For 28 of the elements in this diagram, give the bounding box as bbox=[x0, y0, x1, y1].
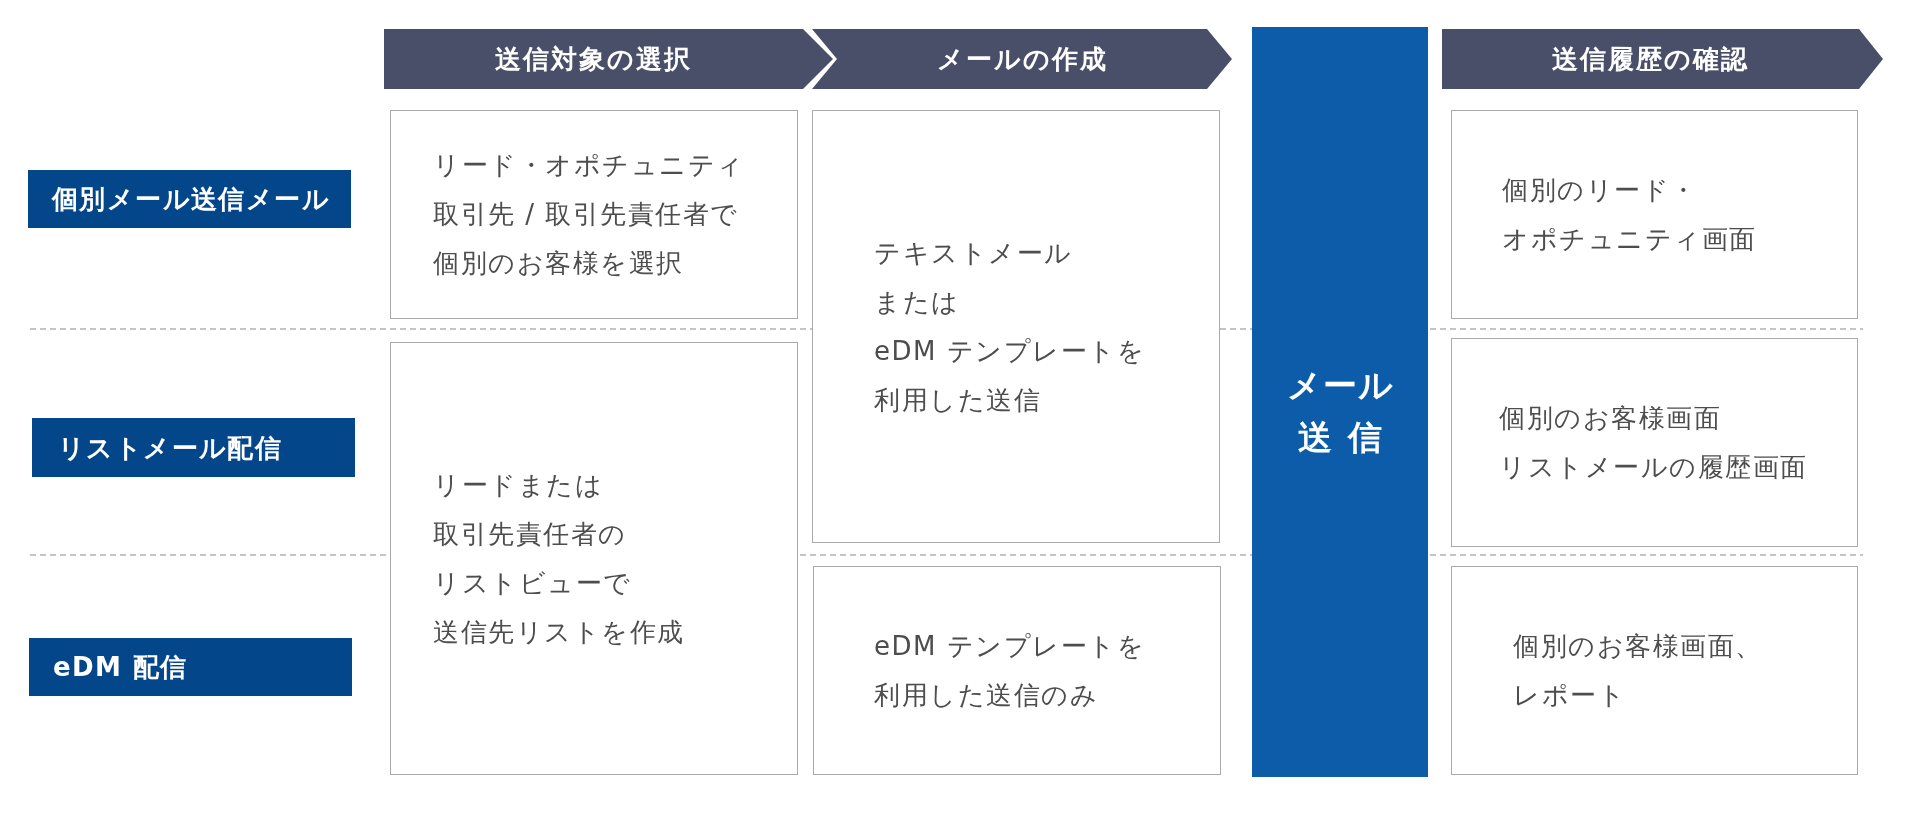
row-header-band bbox=[28, 170, 351, 228]
phase-title: メールの作成 bbox=[936, 43, 1108, 75]
description-text: テキストメールまたはeDM テンプレートを利用した送信 bbox=[874, 236, 1146, 417]
description-text: リード・オポチュニティ取引先 / 取引先責任者で個別のお客様を選択 bbox=[433, 149, 745, 280]
description-box bbox=[390, 342, 798, 775]
description-text: 個別のリード・オポチュニティ画面 bbox=[1502, 173, 1757, 256]
description-box bbox=[813, 566, 1221, 775]
description-text: 個別のお客様画面リストメールの履歴画面 bbox=[1499, 401, 1808, 484]
description-text: eDM テンプレートを利用した送信のみ bbox=[874, 629, 1146, 712]
phase-header-banner bbox=[1442, 29, 1883, 89]
send-step-title: メール送信 bbox=[1285, 364, 1397, 459]
row-header-band bbox=[32, 418, 355, 477]
row-header-text: eDM 配信 bbox=[53, 651, 188, 684]
description-box bbox=[812, 110, 1220, 543]
description-box bbox=[1451, 110, 1858, 319]
phase-title: 送信履歴の確認 bbox=[1552, 43, 1749, 75]
description-box bbox=[390, 110, 798, 319]
description-box bbox=[1451, 566, 1858, 775]
phase-title: 送信対象の選択 bbox=[495, 43, 692, 75]
row-header-text: リストメール配信 bbox=[58, 431, 283, 465]
send-step-panel bbox=[1252, 27, 1428, 777]
phase-header-banner bbox=[812, 29, 1232, 89]
phase-header-banner bbox=[384, 29, 833, 89]
row-header-band bbox=[29, 638, 352, 696]
row-header-text: 個別メール送信メール bbox=[52, 183, 330, 216]
description-box bbox=[1451, 338, 1858, 547]
description-text: 個別のお客様画面、レポート bbox=[1513, 629, 1763, 712]
description-text: リードまたは取引先責任者のリストビューで送信先リストを作成 bbox=[433, 468, 685, 649]
